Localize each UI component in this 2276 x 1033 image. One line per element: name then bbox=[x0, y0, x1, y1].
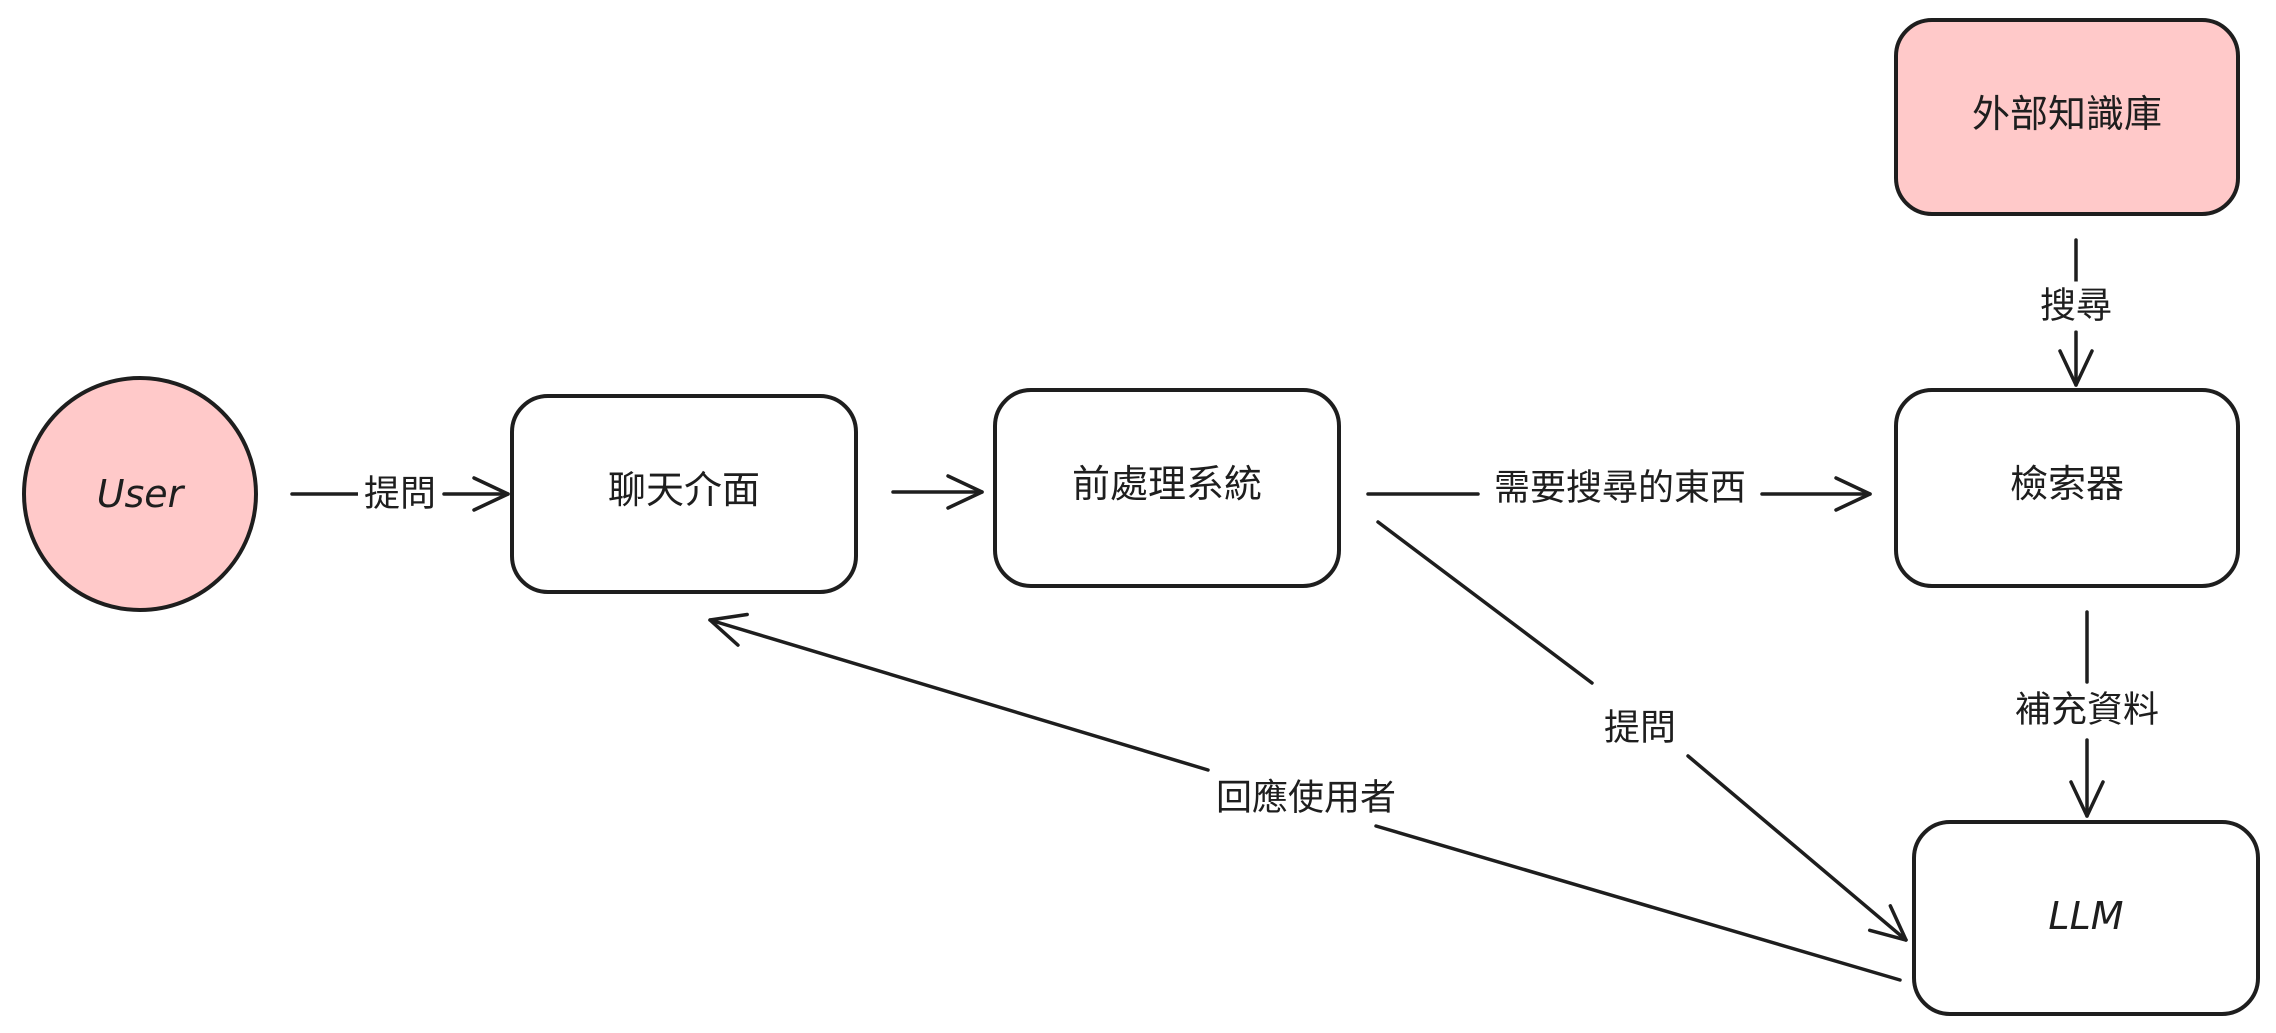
node-preprocessing-shape bbox=[993, 388, 1341, 588]
edge-retriever-to-llm-label: 補充資料 bbox=[2015, 690, 2159, 731]
node-llm: LLM bbox=[1912, 820, 2260, 1016]
node-user: User bbox=[22, 376, 258, 612]
edge-pre-to-retriever: 需要搜尋的東西 bbox=[1366, 463, 1872, 513]
edge-label-background bbox=[357, 469, 443, 519]
node-knowledge-base-label: 外部知識庫 bbox=[1972, 92, 2162, 136]
edge-label-background bbox=[1209, 773, 1403, 823]
node-user-label: User bbox=[97, 472, 186, 516]
node-llm-shape bbox=[1912, 820, 2260, 1016]
node-chat-interface-shape bbox=[510, 394, 858, 594]
node-user-shape bbox=[22, 376, 258, 612]
node-retriever-shape bbox=[1894, 388, 2240, 588]
node-chat-interface-label: 聊天介面 bbox=[608, 468, 760, 512]
node-preprocessing: 前處理系統 bbox=[993, 388, 1341, 588]
edge-pre-to-llm: 提問 bbox=[1376, 520, 1908, 942]
node-llm-label: LLM bbox=[2048, 894, 2123, 938]
node-retriever: 檢索器 bbox=[1894, 388, 2240, 588]
edge-llm-to-chat-label: 回應使用者 bbox=[1216, 778, 1396, 819]
node-retriever-label: 檢索器 bbox=[2010, 462, 2124, 506]
node-preprocessing-label: 前處理系統 bbox=[1072, 462, 1262, 506]
edge-llm-to-chat: 回應使用者 bbox=[708, 612, 1902, 982]
edge-label-background bbox=[2033, 281, 2119, 331]
edge-llm-to-chat-line-b bbox=[708, 612, 1210, 772]
edge-pre-to-llm-line-b bbox=[1686, 754, 1908, 942]
node-knowledge-base-shape bbox=[1894, 18, 2240, 216]
edge-user-to-chat: 提問 bbox=[290, 469, 510, 519]
edge-label-background bbox=[1597, 703, 1683, 753]
edge-pre-to-llm-line-a bbox=[1376, 520, 1594, 685]
edge-kb-to-retriever-label: 搜尋 bbox=[2040, 286, 2112, 327]
edge-user-to-chat-label: 提問 bbox=[364, 474, 436, 515]
edge-llm-to-chat-line-a bbox=[1374, 824, 1902, 982]
edge-label-background bbox=[2008, 685, 2166, 735]
edge-retriever-to-llm: 補充資料 bbox=[2008, 610, 2166, 818]
edge-pre-to-retriever-label: 需要搜尋的東西 bbox=[1494, 468, 1746, 509]
edge-kb-to-retriever: 搜尋 bbox=[2033, 238, 2119, 387]
node-knowledge-base: 外部知識庫 bbox=[1894, 18, 2240, 216]
edge-pre-to-llm-label: 提問 bbox=[1604, 708, 1676, 749]
edge-label-background bbox=[1487, 463, 1753, 513]
node-chat-interface: 聊天介面 bbox=[510, 394, 858, 594]
